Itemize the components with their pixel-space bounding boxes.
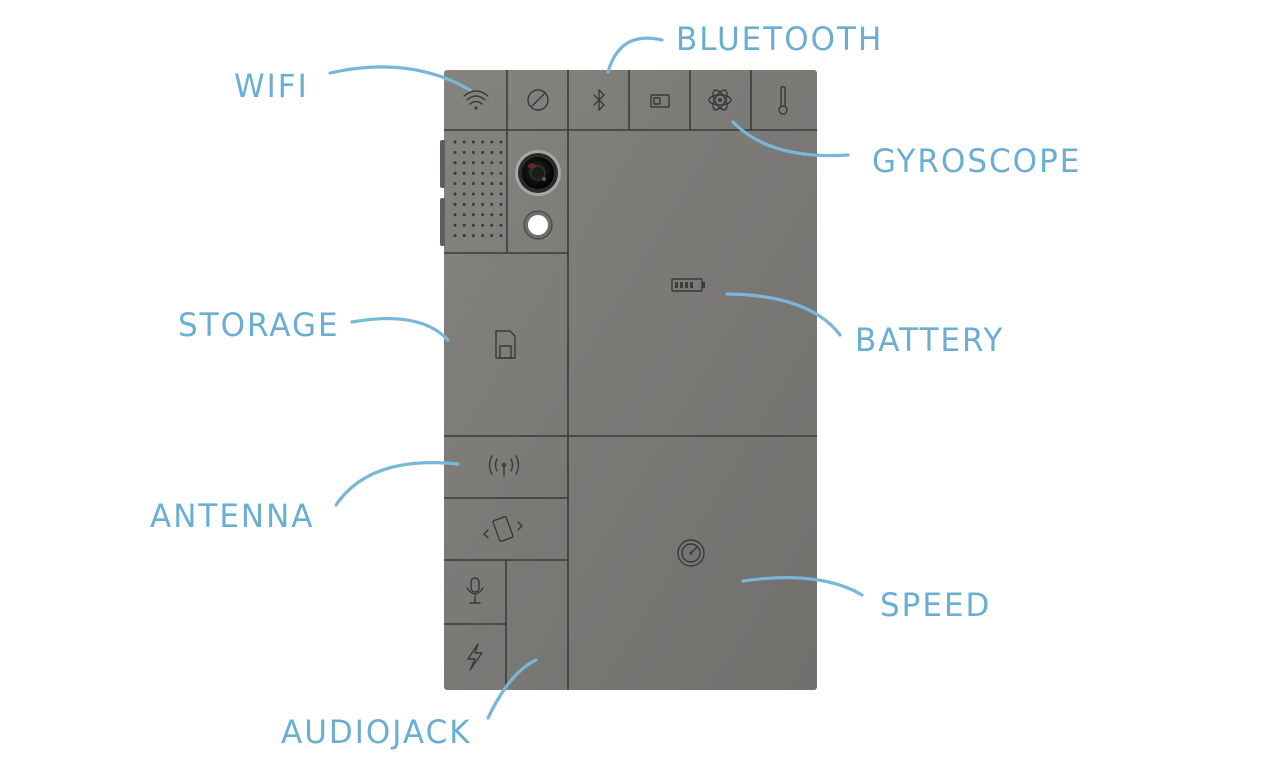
- grille-hole: [499, 182, 503, 186]
- grille-hole: [499, 192, 503, 196]
- grille-hole: [481, 150, 485, 154]
- speaker-grille: [453, 140, 503, 238]
- grille-hole: [453, 150, 457, 154]
- grille-hole: [499, 234, 503, 238]
- grille-hole: [481, 213, 485, 217]
- battery-label: BATTERY: [855, 322, 1005, 360]
- thermometer-icon: [778, 85, 788, 115]
- grille-hole: [453, 182, 457, 186]
- grille-hole: [499, 150, 503, 154]
- grille-hole: [453, 213, 457, 217]
- grille-hole: [471, 213, 475, 217]
- grille-hole: [490, 150, 494, 154]
- grille-hole: [471, 171, 475, 175]
- bluetooth-icon: [593, 89, 605, 111]
- speed-leader: [741, 576, 864, 597]
- grille-hole: [453, 202, 457, 206]
- speed-label: SPEED: [880, 587, 992, 625]
- grille-hole: [490, 223, 494, 227]
- power-bolt-icon: [467, 643, 483, 671]
- storage-label: STORAGE: [178, 307, 340, 345]
- camera-lens: [515, 150, 561, 196]
- grille-hole: [462, 171, 466, 175]
- grille-hole: [471, 140, 475, 144]
- grille-hole: [490, 213, 494, 217]
- grille-hole: [481, 223, 485, 227]
- grille-hole: [481, 171, 485, 175]
- grille-hole: [481, 202, 485, 206]
- grille-hole: [471, 150, 475, 154]
- battery-leader: [725, 292, 842, 337]
- grille-hole: [462, 182, 466, 186]
- gyroscope-leader: [731, 120, 850, 158]
- sim-card-icon: [650, 94, 670, 108]
- antenna-label: ANTENNA: [150, 498, 315, 536]
- grille-hole: [462, 223, 466, 227]
- grille-hole: [471, 182, 475, 186]
- grille-hole: [462, 234, 466, 238]
- grille-hole: [481, 161, 485, 165]
- grille-hole: [490, 171, 494, 175]
- leader-lines: [328, 36, 864, 720]
- grille-hole: [462, 150, 466, 154]
- grille-hole: [453, 140, 457, 144]
- antenna-icon: [488, 455, 520, 477]
- camera-flash: [523, 210, 553, 240]
- grille-hole: [481, 182, 485, 186]
- side-button-bottom: [440, 198, 445, 246]
- grille-hole: [499, 161, 503, 165]
- battery-icon: [671, 278, 705, 292]
- grille-hole: [481, 234, 485, 238]
- grille-hole: [490, 234, 494, 238]
- grille-hole: [453, 192, 457, 196]
- grille-hole: [499, 171, 503, 175]
- grille-hole: [453, 234, 457, 238]
- grille-hole: [471, 192, 475, 196]
- grille-hole: [462, 161, 466, 165]
- storage-leader: [350, 316, 450, 342]
- grille-hole: [490, 161, 494, 165]
- side-button-top: [440, 140, 445, 188]
- grille-hole: [462, 202, 466, 206]
- grille-hole: [453, 223, 457, 227]
- grille-hole: [462, 192, 466, 196]
- grille-hole: [490, 192, 494, 196]
- grille-hole: [499, 140, 503, 144]
- grille-hole: [490, 140, 494, 144]
- grille-hole: [481, 192, 485, 196]
- grille-hole: [471, 202, 475, 206]
- bluetooth-label: BLUETOOTH: [676, 21, 884, 59]
- grille-hole: [471, 161, 475, 165]
- grille-hole: [499, 202, 503, 206]
- storage-card-icon: [495, 330, 516, 359]
- wifi-label: WIFI: [234, 68, 309, 106]
- gyroscope-label: GYROSCOPE: [872, 143, 1082, 181]
- speedometer-icon: [677, 539, 705, 567]
- grille-hole: [490, 202, 494, 206]
- grille-hole: [499, 223, 503, 227]
- bluetooth-leader: [606, 36, 664, 74]
- grille-hole: [462, 213, 466, 217]
- grille-hole: [453, 161, 457, 165]
- antenna-leader: [334, 461, 460, 507]
- wifi-icon: [463, 90, 489, 110]
- grille-hole: [471, 223, 475, 227]
- grille-hole: [462, 140, 466, 144]
- grille-hole: [490, 182, 494, 186]
- audiojack-leader: [486, 658, 538, 720]
- audiojack-label: AUDIOJACK: [281, 714, 472, 752]
- grille-hole: [453, 171, 457, 175]
- grille-hole: [499, 213, 503, 217]
- vibration-icon: [483, 515, 523, 543]
- microphone-icon: [466, 577, 484, 604]
- compass-icon: [527, 89, 549, 111]
- grille-hole: [481, 140, 485, 144]
- gyroscope-icon: [708, 89, 732, 111]
- wifi-leader: [328, 65, 472, 92]
- grille-hole: [471, 234, 475, 238]
- module-seams: [444, 70, 817, 690]
- phone-body: [440, 70, 817, 690]
